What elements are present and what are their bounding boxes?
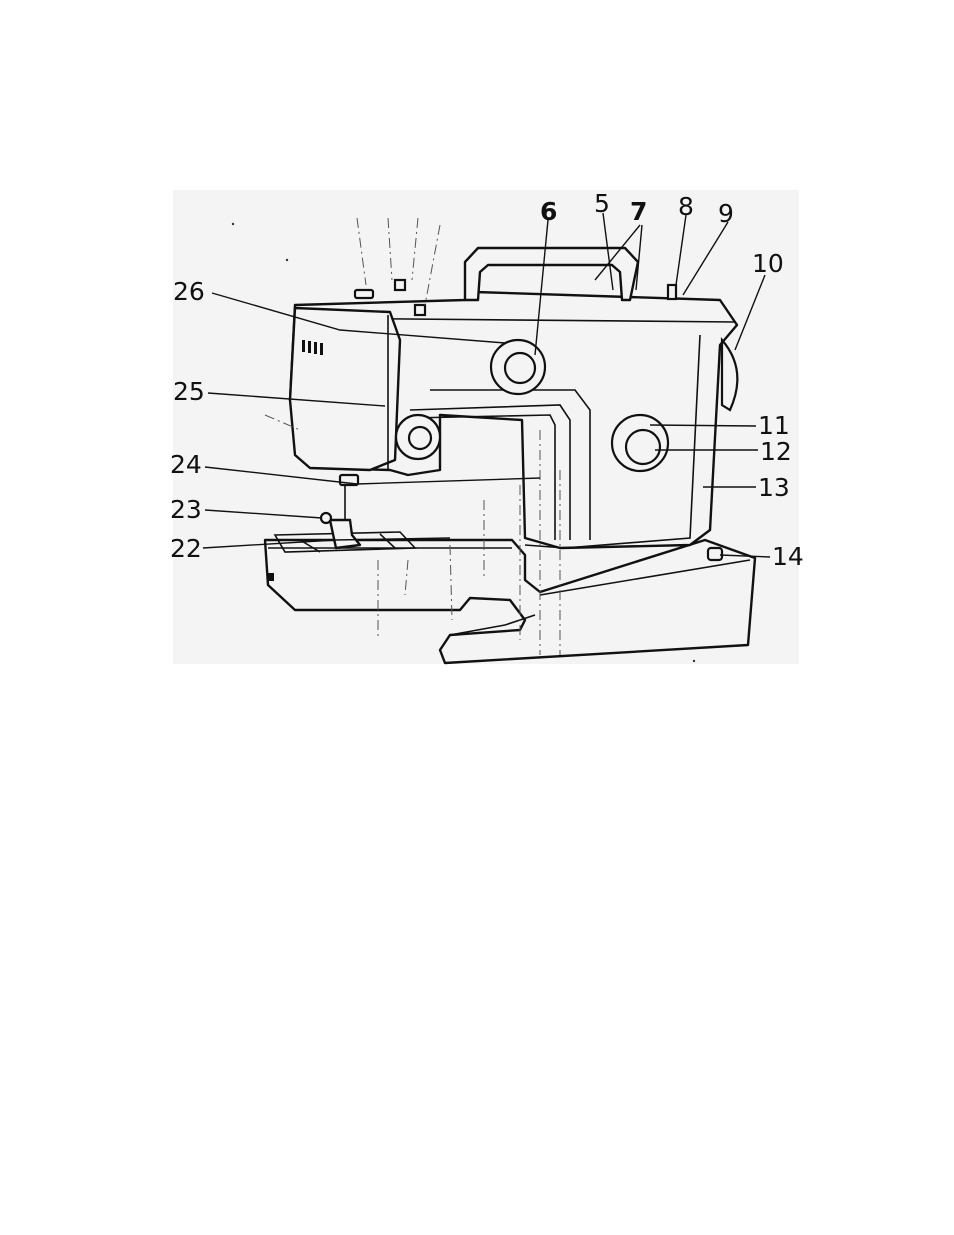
leader-8: [676, 215, 686, 285]
leader-11: [650, 425, 756, 426]
knob-left-inner: [409, 427, 431, 449]
spool-pin-right: [668, 285, 676, 299]
base-corner-pin: [268, 573, 274, 581]
scan-speck: [232, 223, 234, 225]
label-26: 26: [173, 277, 205, 306]
hand-wheel: [722, 340, 737, 410]
label-5: 5: [594, 189, 610, 218]
leader-23: [205, 510, 322, 518]
scan-speck: [693, 660, 695, 662]
label-14: 14: [772, 542, 804, 571]
label-12: 12: [760, 437, 792, 466]
presser-foot: [330, 520, 360, 548]
label-24: 24: [170, 450, 202, 479]
leader-7b: [636, 225, 642, 290]
label-23: 23: [170, 495, 202, 524]
foot-screw: [321, 513, 331, 523]
label-10: 10: [752, 249, 784, 278]
knob-6-inner: [505, 353, 535, 383]
label-11: 11: [758, 411, 790, 440]
face-plate: [290, 308, 400, 470]
tension-top: [415, 305, 425, 315]
switch-14: [708, 548, 722, 560]
label-9: 9: [718, 199, 734, 228]
thread-guide: [395, 280, 405, 290]
scan-speck: [286, 259, 288, 261]
machine-base: [265, 540, 755, 663]
label-25: 25: [173, 377, 205, 406]
knob-12-inner: [626, 430, 660, 464]
label-13: 13: [758, 473, 790, 502]
label-7: 7: [630, 197, 647, 226]
label-22: 22: [170, 534, 202, 563]
pressure-knob: [355, 290, 373, 298]
leader-9: [683, 222, 728, 295]
leader-10: [735, 275, 765, 350]
label-6: 6: [540, 197, 557, 226]
label-8: 8: [678, 192, 694, 221]
